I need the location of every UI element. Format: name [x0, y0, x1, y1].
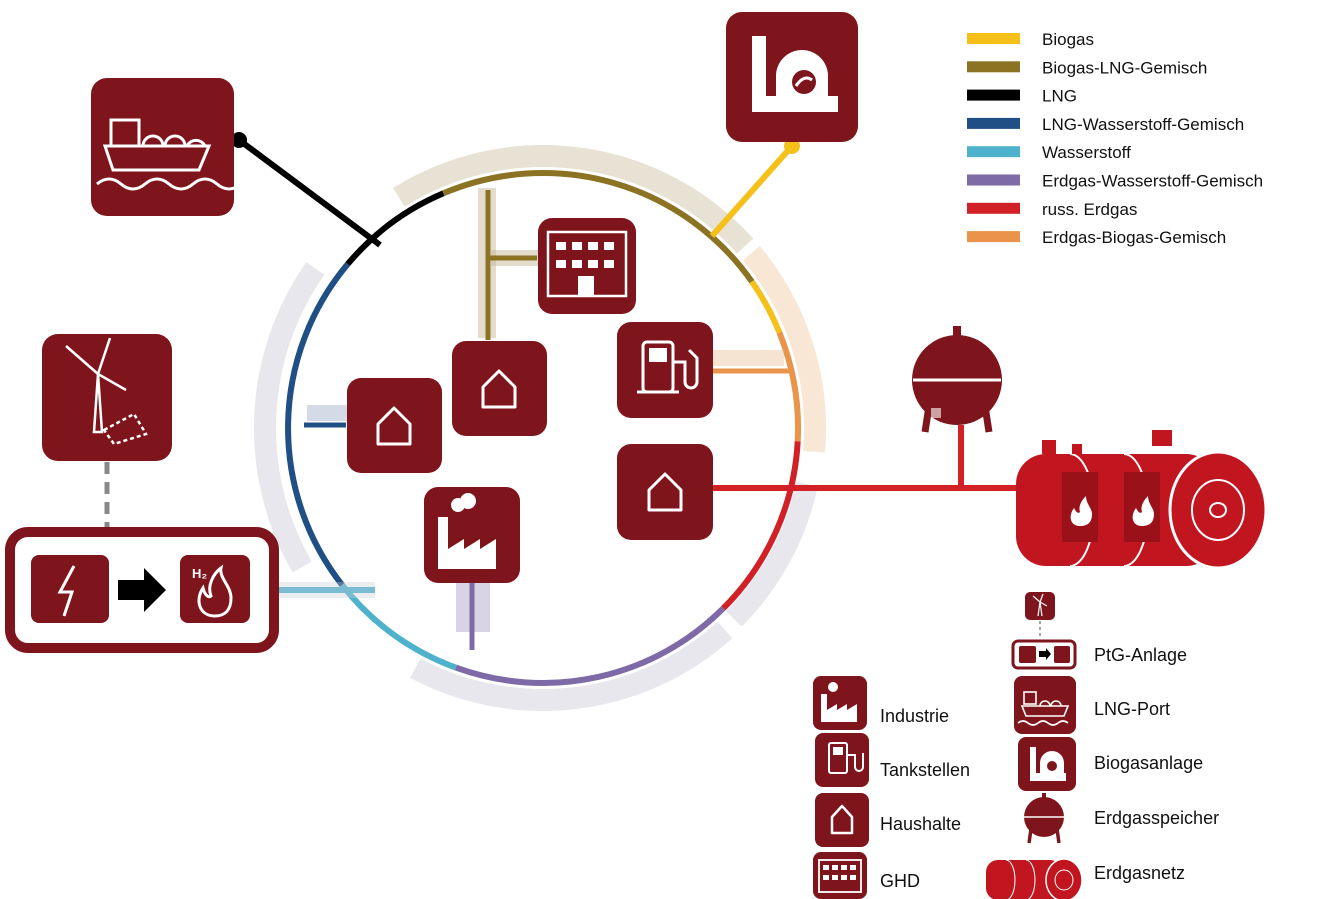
legend-label-erdgasnetz: Erdgasnetz	[1094, 863, 1185, 883]
gas-storage-icon	[912, 326, 1002, 433]
connectors	[104, 132, 1018, 650]
legend-label-industrie: Industrie	[880, 706, 949, 726]
legend-label-ng-biogas: Erdgas-Biogas-Gemisch	[1042, 228, 1226, 247]
legend-industry-icon	[813, 676, 867, 730]
ring-halo-arc	[726, 481, 818, 627]
legend-label-tankstellen: Tankstellen	[880, 760, 970, 780]
ring-segment-biogas	[749, 279, 783, 334]
house-icon-2	[347, 378, 442, 473]
ring-segment-lng	[345, 190, 445, 267]
house-icon-1	[452, 341, 547, 436]
fuel-station-icon	[617, 322, 713, 418]
legend-biogas-icon	[1018, 737, 1076, 791]
legend-label-lng-h2: LNG-Wasserstoff-Gemisch	[1042, 115, 1244, 134]
legend-label-lng-port: LNG-Port	[1094, 699, 1170, 719]
legend-label-ghd: GHD	[880, 871, 920, 891]
ptg-h2-label: H₂	[192, 566, 207, 581]
biogas-plant-icon	[726, 12, 858, 142]
legend-label-russ-ng: russ. Erdgas	[1042, 200, 1137, 219]
legend-swatch-ng-biogas	[967, 231, 1020, 243]
legend-network-icon	[986, 858, 1083, 899]
wind-turbine-icon	[42, 334, 172, 461]
legend-label-biogas: Biogas	[1042, 30, 1094, 49]
icon-legend: Industrie Tankstellen Haushalte GHD	[813, 592, 1219, 899]
ring-segment-lng-h2	[285, 262, 350, 587]
ring-segment-ng-h2	[454, 606, 726, 686]
legend-label-h2: Wasserstoff	[1042, 143, 1131, 162]
legend-label-biogas-lng: Biogas-LNG-Gemisch	[1042, 58, 1207, 77]
ring-halo	[254, 145, 827, 712]
legend-swatch-lng	[967, 89, 1020, 101]
biogas-connector	[709, 144, 795, 238]
ring-halo-arc	[393, 145, 754, 254]
legend-label-ng-h2: Erdgas-Wasserstoff-Gemisch	[1042, 172, 1263, 191]
gas-network-icon	[1016, 430, 1268, 570]
ring-segments	[285, 170, 802, 686]
ring-halo-arc	[410, 621, 733, 712]
lng-connector	[237, 137, 382, 248]
legend-label-biogasanlage: Biogasanlage	[1094, 753, 1203, 773]
ring-halo-arc	[742, 246, 827, 453]
legend-storage-icon	[1024, 793, 1064, 844]
legend-label-haushalte: Haushalte	[880, 814, 961, 834]
h2-connector-halo	[270, 582, 375, 598]
legend-ptg-icon	[1011, 639, 1077, 670]
legend-label-ptg: PtG-Anlage	[1094, 645, 1187, 665]
legend-swatch-ng-h2	[967, 174, 1020, 186]
legend-swatch-biogas	[967, 33, 1020, 44]
ptg-plant-icon: H₂	[5, 527, 279, 653]
lng-port-icon	[91, 78, 242, 216]
legend-swatch-biogas-lng	[967, 61, 1020, 73]
house-icon-3	[617, 444, 713, 540]
legend-label-erdgasspeicher: Erdgasspeicher	[1094, 808, 1219, 828]
ring-segment-russ-ng	[721, 441, 801, 611]
legend-fuel-icon	[815, 733, 869, 787]
legend-house-icon	[815, 793, 869, 847]
ring-segment-biogas-lng	[442, 170, 755, 284]
legend-ghd-icon	[813, 852, 867, 899]
ghd-icon	[538, 218, 636, 314]
ring-halo-arc	[254, 262, 325, 573]
legend-swatch-lng-h2	[967, 117, 1020, 129]
legend-swatch-h2	[967, 146, 1020, 158]
legend-lng-port-icon	[1014, 676, 1076, 734]
legend-label-lng: LNG	[1042, 87, 1077, 106]
legend-wind-icon	[1025, 592, 1055, 620]
ring-segment-h2	[339, 583, 457, 671]
industry-icon	[424, 487, 520, 583]
ring-segment-ng-biogas	[776, 331, 802, 442]
lng-connector-dot	[231, 132, 247, 148]
legend-swatch-russ-ng	[967, 202, 1020, 214]
